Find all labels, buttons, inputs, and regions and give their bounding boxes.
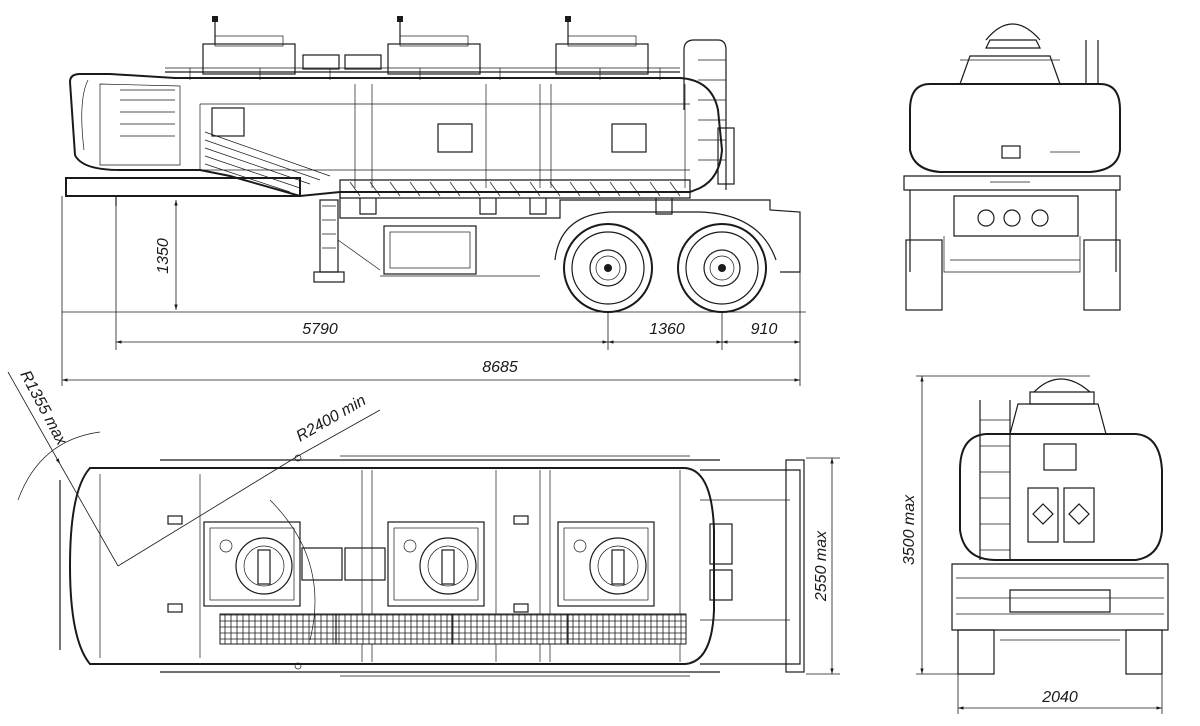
dim-8685: 8685 [482, 359, 518, 376]
dome-2 [387, 16, 481, 75]
rear-view-ladder [979, 400, 1011, 560]
manhole-3 [557, 521, 655, 607]
walkway-grating [219, 613, 687, 645]
dim-1350: 1350 [155, 238, 172, 274]
top-view [17, 431, 805, 677]
side-view [62, 16, 806, 313]
dim-3500: 3500 max [901, 494, 918, 565]
dim-910: 910 [751, 321, 778, 338]
rear-axle-wheel-1 [563, 223, 653, 313]
dome-1 [202, 16, 296, 75]
front-view [903, 23, 1121, 311]
rear-axle-wheel-2 [677, 223, 767, 313]
dim-2550: 2550 max [813, 530, 830, 602]
landing-gear [313, 199, 381, 283]
manhole-2 [387, 521, 485, 607]
dome-3 [555, 16, 649, 75]
rear-view [951, 378, 1169, 675]
dim-5790: 5790 [302, 321, 338, 338]
manhole-1 [203, 521, 301, 607]
dim-2040: 2040 [1041, 689, 1078, 706]
right-dimensions: 3500 max 2040 [901, 375, 1163, 714]
rear-ladder [683, 39, 727, 190]
side-dimensions: 1350 5790 1360 910 8685 [61, 196, 801, 386]
dim-1360: 1360 [649, 321, 685, 338]
